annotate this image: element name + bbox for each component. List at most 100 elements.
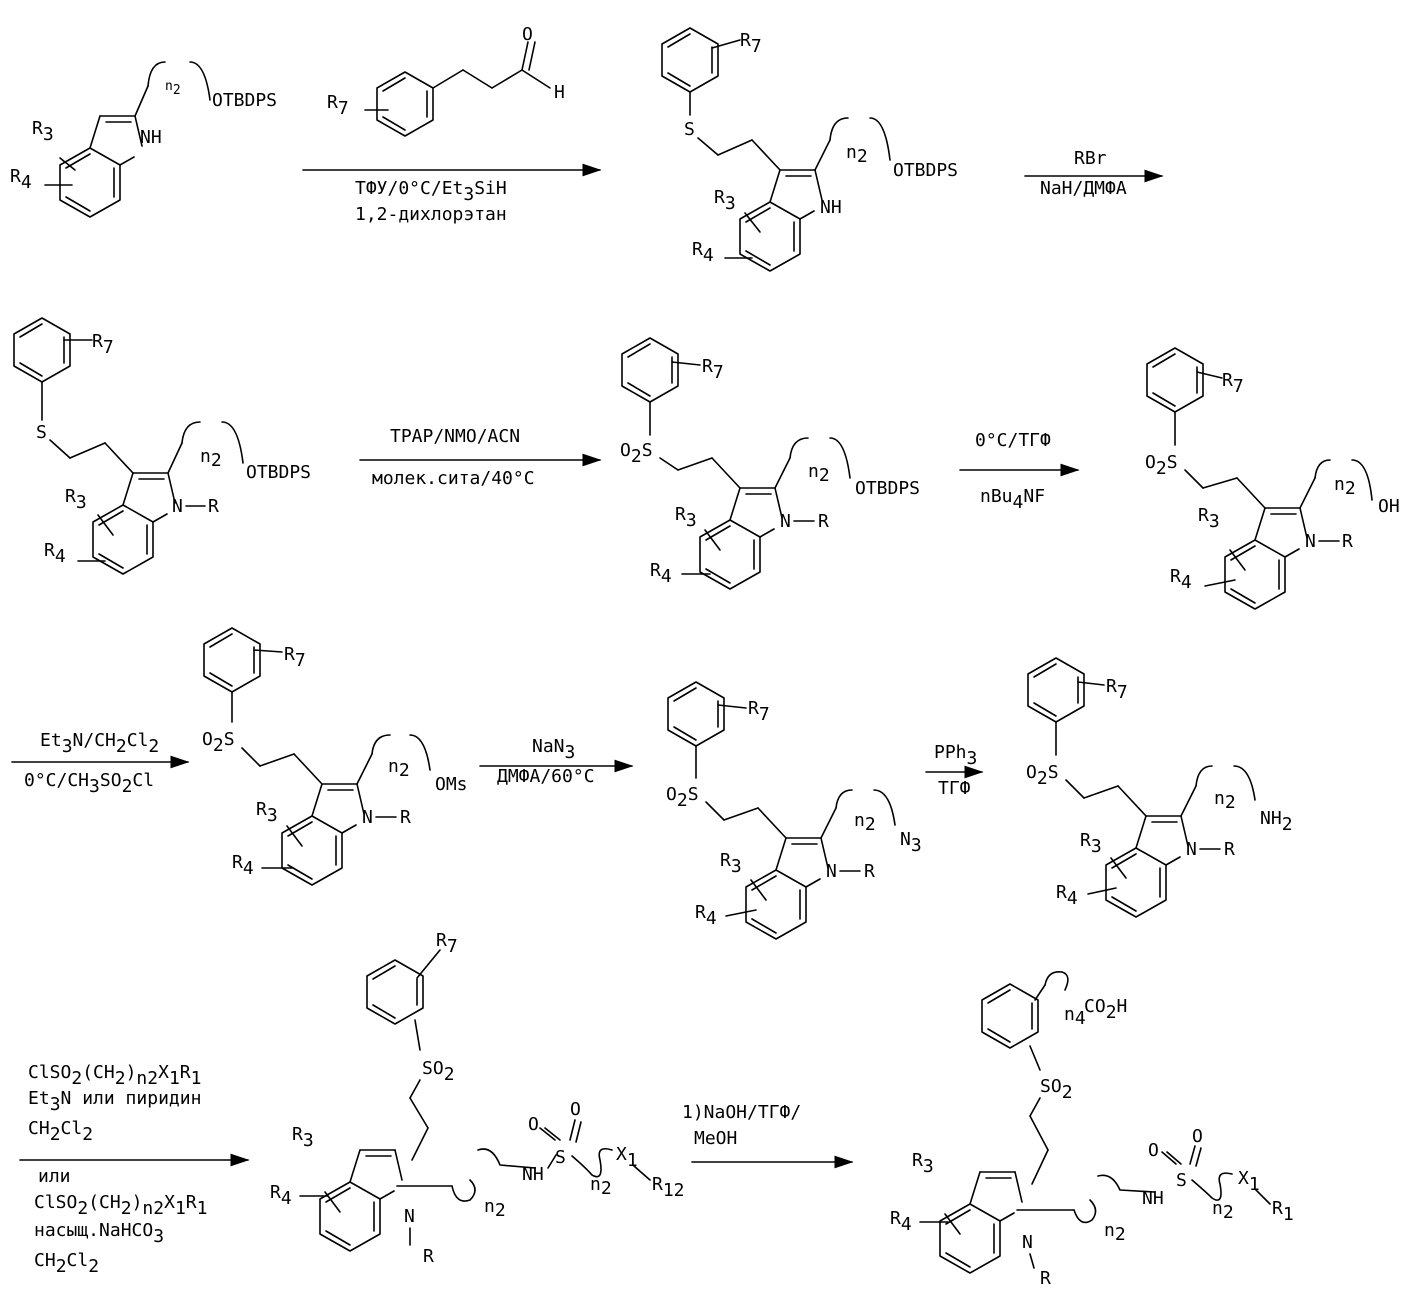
step1-line1: ТФУ/0°C/Et3SiH <box>355 178 507 205</box>
step9-line2: MeOH <box>694 1128 737 1149</box>
n-label-4: N <box>780 511 791 532</box>
n-label-8: N <box>1186 839 1197 860</box>
r4-label: R4 <box>10 166 32 193</box>
r-label-8: R <box>1224 839 1235 860</box>
step2-bottom: NaH/ДМФА <box>1040 178 1127 199</box>
r12-label-9: R12 <box>652 1174 685 1201</box>
r1-label-10: R1 <box>1272 1198 1294 1225</box>
step8-line6: насыщ.NaHCO3 <box>34 1220 164 1247</box>
n4-label-10: n4 <box>1064 1004 1086 1029</box>
reagent-aldehyde: R7 O H <box>327 24 565 137</box>
n2-label: n2 <box>165 79 181 98</box>
step2-top: RBr <box>1074 148 1107 169</box>
n2-label-7: n2 <box>854 810 876 835</box>
r-label-6: R <box>400 807 411 828</box>
x1-label-9: X1 <box>616 1144 638 1171</box>
o2s-label-4: O2S <box>620 440 653 467</box>
r4-label-4: R4 <box>650 560 672 587</box>
structure-8: R7 O2S R3 R4 N R n2 NH2 <box>1026 657 1293 918</box>
n2-label-4: n2 <box>808 461 830 486</box>
o-label-9b: O <box>570 1099 581 1120</box>
step4-top: 0°C/ТГФ <box>975 430 1051 451</box>
r3-label-9: R3 <box>292 1124 314 1151</box>
r7-label-7: R7 <box>748 698 770 725</box>
step8-line4: или <box>38 1166 71 1187</box>
n2-label-10b: n2 <box>1212 1198 1234 1223</box>
step8-line2: Et3N или пиридин <box>28 1088 201 1115</box>
s-label-3: S <box>36 422 47 443</box>
otbdps-label-2: OTBDPS <box>893 160 958 181</box>
otbdps-label: OTBDPS <box>212 90 277 111</box>
n2-label-8: n2 <box>1214 788 1236 813</box>
r-label-5: R <box>1342 531 1353 552</box>
step8-line7: CH2Cl2 <box>34 1250 99 1277</box>
oms-label-6: OMs <box>435 774 468 795</box>
o-label: O <box>522 24 533 45</box>
x1-label-10: X1 <box>1238 1168 1260 1195</box>
o2s-label-5: O2S <box>1145 452 1178 479</box>
r7-label-5: R7 <box>1222 370 1244 397</box>
structure-7: R7 O2S R3 R4 N R n2 N3 <box>666 681 922 940</box>
n2-label-5: n2 <box>1334 474 1356 499</box>
r7-label-4: R7 <box>702 356 724 383</box>
r4-label-9: R4 <box>270 1182 292 1209</box>
r-label-7: R <box>864 861 875 882</box>
n-label-3: N <box>172 496 183 517</box>
structure-3: R7 S R3 R4 N R n2 OTBDPS <box>13 317 311 575</box>
r7-label-8: R7 <box>1106 676 1128 703</box>
structure-10: n4 CO2H SO2 R3 R4 N R n2 NH S O O n2 X1 … <box>890 970 1294 1289</box>
n2-label-10: n2 <box>1104 1220 1126 1245</box>
nh-label-9: NH <box>522 1164 544 1185</box>
s-label-10: S <box>1176 1170 1187 1191</box>
r7-label-9: R7 <box>436 930 458 957</box>
r-label-9: R <box>423 1246 434 1267</box>
r4-label-6: R4 <box>232 852 254 879</box>
nh-label: NH <box>140 127 162 148</box>
step5-bottom: 0°C/CH3SO2Cl <box>24 770 154 797</box>
r7-label: R7 <box>327 92 349 119</box>
r3-label-6: R3 <box>256 799 278 826</box>
n2-label-9: n2 <box>484 1196 506 1221</box>
nh-label-10: NH <box>1142 1188 1164 1209</box>
otbdps-label-4: OTBDPS <box>855 478 920 499</box>
r-label-4: R <box>818 511 829 532</box>
o2s-label-7: O2S <box>666 784 699 811</box>
n-label-6: N <box>362 807 373 828</box>
r4-label-2: R4 <box>692 239 714 266</box>
step8-conditions: ClSO2(CH2)n2X1R1 Et3N или пиридин CH2Cl2… <box>19 1062 250 1277</box>
n-label-10: N <box>1022 1232 1033 1253</box>
r4-label-5: R4 <box>1170 566 1192 593</box>
structure-5: R7 O2S R3 R4 N R n2 OH <box>1145 347 1400 610</box>
nh-label-2: NH <box>820 197 842 218</box>
r3-label-7: R3 <box>720 850 742 877</box>
r3-label-5: R3 <box>1198 505 1220 532</box>
step5-top: Et3N/CH2Cl2 <box>40 730 159 757</box>
structure-2: R7 S R3 R4 NH n2 OTBDPS <box>661 27 958 272</box>
r4-label-7: R4 <box>695 902 717 929</box>
r7-label-2: R7 <box>740 30 762 57</box>
r3-label-4: R3 <box>675 504 697 531</box>
n2-label-3: n2 <box>200 446 222 471</box>
r4-label-10: R4 <box>890 1208 912 1235</box>
o-label-10a: O <box>1148 1140 1159 1161</box>
step8-line3: CH2Cl2 <box>28 1118 93 1145</box>
n2-label-9b: n2 <box>590 1174 612 1199</box>
structure-9: R7 SO2 R3 R4 N R n2 NH S O O n2 X1 R12 <box>270 930 685 1267</box>
step7-bottom: ТГФ <box>938 778 971 799</box>
r4-label-3: R4 <box>44 540 66 567</box>
structure-6: R7 O2S R3 R4 N R n2 OMs <box>202 627 468 886</box>
n-label-9: N <box>404 1206 415 1227</box>
otbdps-label-3: OTBDPS <box>246 462 311 483</box>
step3-bottom: молек.сита/40°C <box>372 468 535 489</box>
r4-label-8: R4 <box>1056 882 1078 909</box>
nh2-label-8: NH2 <box>1260 808 1293 835</box>
r3-label-2: R3 <box>714 187 736 214</box>
step7-top: PPh3 <box>934 742 977 769</box>
h-label: H <box>554 82 565 103</box>
r-label-10: R <box>1040 1268 1051 1289</box>
n2-label-6: n2 <box>388 756 410 781</box>
r3-label-10: R3 <box>912 1150 934 1177</box>
r3-label-8: R3 <box>1080 830 1102 857</box>
